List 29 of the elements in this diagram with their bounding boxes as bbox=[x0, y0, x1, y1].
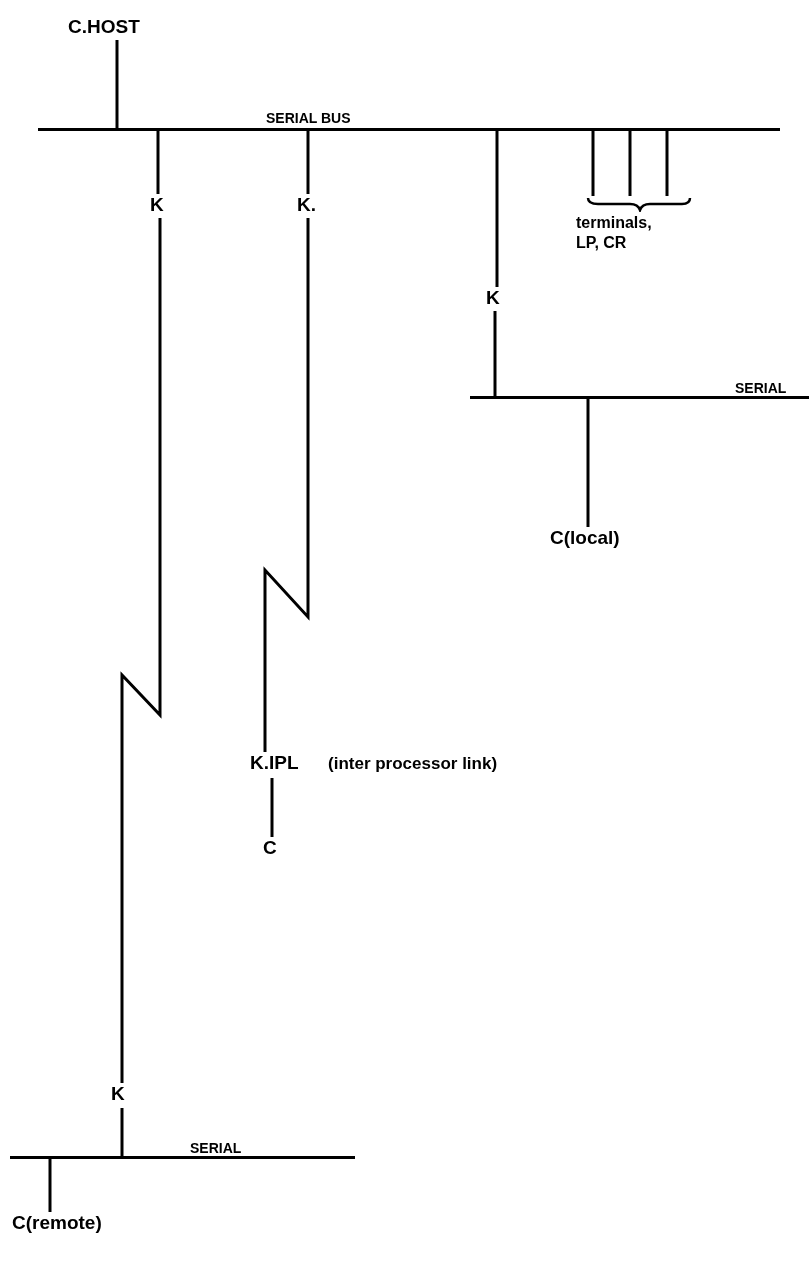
node-label: C.HOST bbox=[68, 16, 140, 38]
node-label: C(local) bbox=[550, 527, 620, 549]
connector-line bbox=[591, 128, 669, 198]
connector-line bbox=[115, 40, 119, 129]
connector-line bbox=[306, 130, 310, 194]
node-label: K bbox=[150, 194, 164, 216]
bus-line bbox=[470, 380, 809, 399]
connector-line bbox=[586, 398, 590, 527]
connector-line bbox=[120, 218, 162, 1083]
node-label: K.IPL bbox=[250, 752, 299, 774]
connector-line bbox=[156, 130, 160, 194]
bus-line bbox=[10, 1140, 355, 1159]
bus-label: SERIAL bbox=[735, 380, 787, 396]
annotation-text: (inter processor link) bbox=[328, 754, 498, 774]
bus-line bbox=[38, 110, 780, 131]
connector-line bbox=[495, 130, 499, 287]
bus-label: SERIAL BUS bbox=[266, 110, 351, 126]
connector-line bbox=[263, 218, 310, 752]
connector-line bbox=[48, 1158, 52, 1212]
bus-label: SERIAL bbox=[190, 1140, 242, 1156]
terminals-label: terminals, LP, CR bbox=[576, 213, 653, 253]
node-label: K bbox=[486, 287, 500, 309]
node-label: K. bbox=[297, 194, 316, 216]
node-label: K bbox=[111, 1083, 125, 1105]
node-label: C(remote) bbox=[12, 1212, 102, 1234]
node-label: C bbox=[263, 837, 277, 859]
connector-line bbox=[493, 311, 497, 397]
connector-line bbox=[270, 778, 274, 837]
connector-line bbox=[120, 1108, 124, 1157]
